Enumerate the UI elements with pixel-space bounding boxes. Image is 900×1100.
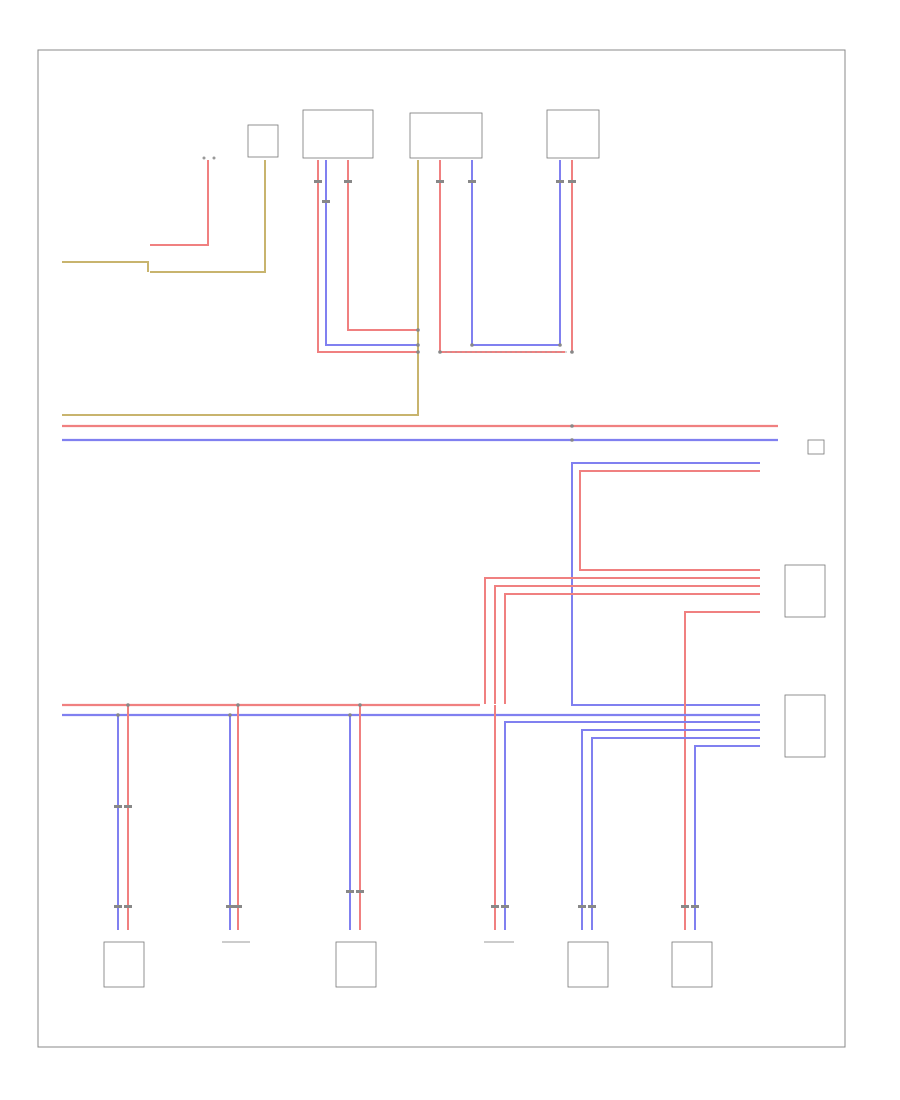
top-module-2: [302, 109, 374, 159]
bottom-module-1: [103, 941, 145, 988]
main-bus-lower: [62, 703, 760, 717]
connector-ticks: [114, 180, 699, 908]
right-branch-wires: [484, 462, 760, 930]
diagram-frame: [37, 49, 846, 1048]
right-module-low: [784, 694, 826, 758]
bottom-module-3: [335, 941, 377, 988]
wires-module-2: [317, 160, 418, 353]
wires-module-3: [62, 160, 565, 416]
top-module-1: [247, 124, 279, 158]
main-bus-upper: [62, 424, 778, 442]
top-module-3: [409, 112, 483, 159]
wires-module-4: [559, 160, 573, 352]
lower-drops: [117, 705, 361, 930]
right-module-mid: [784, 564, 826, 618]
top-connector-small: [202, 156, 216, 160]
bottom-module-6: [671, 941, 713, 988]
lower-right-wires: [494, 705, 760, 930]
top-module-4: [546, 109, 600, 159]
right-module-small: [807, 439, 825, 455]
bottom-module-5: [567, 941, 609, 988]
splice-points: [116, 328, 574, 717]
wire-tan-ground: [62, 160, 266, 273]
